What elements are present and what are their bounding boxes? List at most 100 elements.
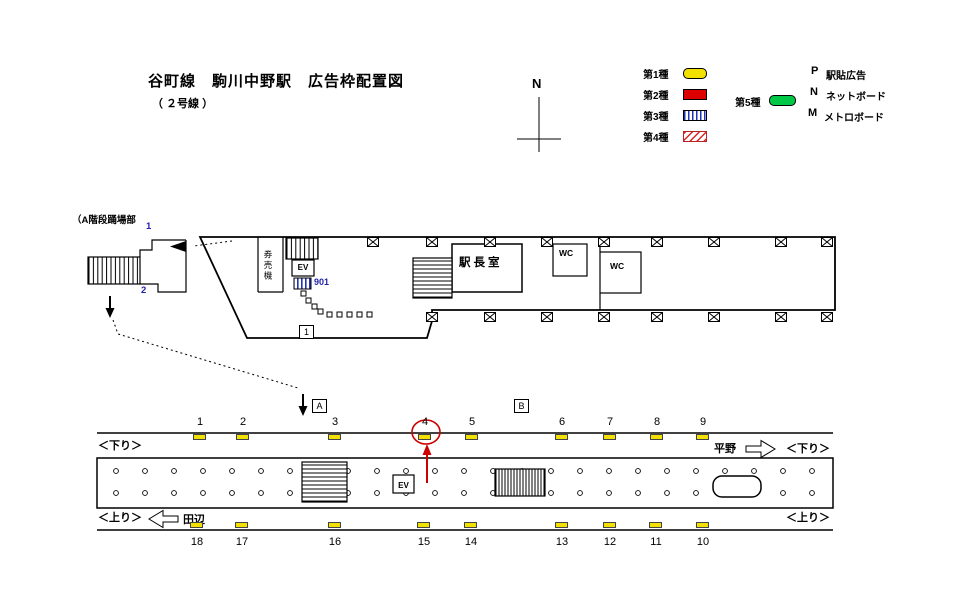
legend-m-label: メトロボード <box>824 113 884 124</box>
legend-type5-swatch <box>769 95 796 106</box>
ad-frame-x-icon <box>651 312 663 322</box>
up-label-right: ＜上り＞ <box>786 512 830 524</box>
ad-frame-1-box: 1 <box>299 325 314 339</box>
ad-position-number: 3 <box>331 416 339 428</box>
stairs-a-hatched <box>87 256 141 285</box>
legend-n-key: N <box>810 86 818 98</box>
wc-2-label: WC <box>610 261 625 271</box>
ad-frame-x-icon <box>541 312 553 322</box>
ad-position-number: 11 <box>650 536 662 548</box>
ad-position-number: 10 <box>696 536 710 548</box>
ad-frame-marker <box>603 434 616 440</box>
escalator-platform <box>494 468 546 497</box>
highlight-arrow-icon <box>422 444 432 483</box>
legend-m-key: M <box>808 107 818 119</box>
elevator-platform-label: EV <box>398 481 409 490</box>
ad-frame-x-icon <box>484 237 496 247</box>
ad-frame-marker <box>236 434 249 440</box>
ticket-machine-label: 券売機 <box>263 250 273 282</box>
legend-type1-swatch <box>683 68 707 79</box>
stairs-concourse-upper <box>285 237 319 260</box>
ad-frame-marker <box>603 522 616 528</box>
wc-1-label: WC <box>559 248 574 258</box>
ad-position-number: 18 <box>190 536 204 548</box>
ad-frame-marker <box>555 522 568 528</box>
ad-frame-marker <box>696 434 709 440</box>
stair-b-box: B <box>514 399 529 413</box>
ad-frame-marker <box>650 434 663 440</box>
flow-dotted-1 <box>193 240 233 247</box>
ad-frame-marker <box>555 434 568 440</box>
stairs-a-corridor <box>139 239 187 293</box>
ad-frame-901-label: 901 <box>314 277 330 287</box>
ad-position-number: 6 <box>558 416 566 428</box>
ad-position-number: 2 <box>239 416 247 428</box>
arrow-to-hirano-icon <box>745 439 776 459</box>
flow-dotted-2 <box>112 319 299 389</box>
ad-frame-marker <box>235 522 248 528</box>
gate-squares <box>300 290 373 318</box>
ad-frame-marker <box>193 434 206 440</box>
legend-type4-swatch <box>683 131 707 142</box>
legend-type3-label: 第3種 <box>643 112 669 123</box>
station-office-label: 駅長室 <box>459 257 503 269</box>
ad-frame-marker <box>464 522 477 528</box>
ad-frame-x-icon <box>598 237 610 247</box>
ad-frame-x-icon <box>651 237 663 247</box>
ad-frame-x-icon <box>775 237 787 247</box>
stair-a-note: （A階段踊場部 <box>72 215 136 226</box>
ad-frame-901 <box>293 277 312 290</box>
ad-frame-x-icon <box>484 312 496 322</box>
ad-position-number: 5 <box>468 416 476 428</box>
ad-frame-marker-highlighted <box>418 434 431 440</box>
stair-a-ref-2: 2 <box>141 285 147 296</box>
page-subtitle: （ ２号線 ） <box>152 98 214 110</box>
stair-a-ref-1: 1 <box>146 221 152 232</box>
highlight-circle <box>411 419 441 445</box>
legend-p-key: P <box>811 65 819 77</box>
flow-arrow-down-1-icon <box>105 296 115 318</box>
ad-position-number: 12 <box>603 536 617 548</box>
stair-a-box: A <box>312 399 327 413</box>
ad-position-number: 17 <box>235 536 249 548</box>
ad-frame-marker <box>696 522 709 528</box>
legend-type3-swatch <box>683 110 707 121</box>
ad-frame-marker <box>649 522 662 528</box>
ad-frame-x-icon <box>426 312 438 322</box>
elevator-concourse-box <box>291 259 315 277</box>
ad-frame-x-icon <box>598 312 610 322</box>
compass-north-label: N <box>532 76 542 91</box>
ad-position-number: 15 <box>417 536 431 548</box>
platform-pillar-dots <box>97 458 833 508</box>
down-label-right: ＜下り＞ <box>786 443 830 455</box>
down-label-left: ＜下り＞ <box>98 440 142 452</box>
ad-frame-marker <box>328 522 341 528</box>
ad-frame-x-icon <box>367 237 379 247</box>
ad-frame-marker <box>417 522 430 528</box>
ad-position-number: 14 <box>464 536 478 548</box>
stairs-concourse-center <box>412 257 453 299</box>
ad-position-number: 1 <box>196 416 204 428</box>
legend-type2-swatch <box>683 89 707 100</box>
wc-room-2 <box>599 251 642 294</box>
page-title: 谷町線 駒川中野駅 広告枠配置図 <box>148 73 405 90</box>
ad-position-number: 16 <box>328 536 342 548</box>
ad-position-number: 9 <box>699 416 707 428</box>
ad-frame-x-icon <box>541 237 553 247</box>
ad-frame-marker <box>328 434 341 440</box>
legend-type1-label: 第1種 <box>643 70 669 81</box>
ad-frame-marker <box>465 434 478 440</box>
arrow-to-tanabe-icon <box>148 509 179 529</box>
ad-frame-x-icon <box>821 237 833 247</box>
ad-frame-x-icon <box>821 312 833 322</box>
legend-type2-label: 第2種 <box>643 91 669 102</box>
station-office-room <box>451 243 523 293</box>
ad-frame-x-icon <box>708 237 720 247</box>
kiosk-shape <box>712 475 762 498</box>
ad-position-number: 7 <box>606 416 614 428</box>
ad-position-number-highlighted: 4 <box>421 416 429 428</box>
ticket-machine-room <box>257 237 284 293</box>
legend-type4-label: 第4種 <box>643 133 669 144</box>
